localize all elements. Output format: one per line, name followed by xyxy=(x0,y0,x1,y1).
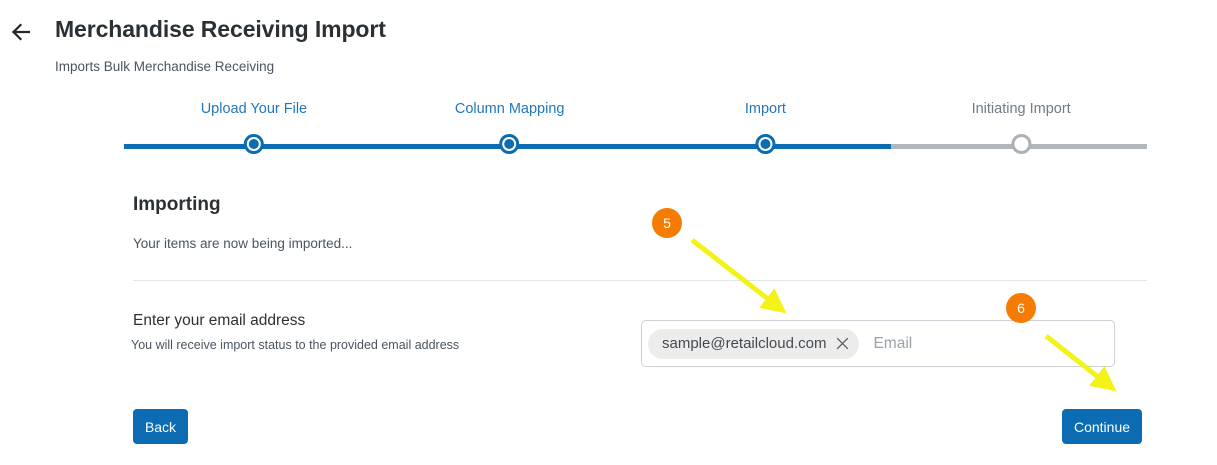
stepper-step-label: Column Mapping xyxy=(454,101,565,117)
stepper-step-label: Initiating Import xyxy=(971,101,1071,117)
email-section-label: Enter your email address xyxy=(133,312,306,329)
page-title: Merchandise Receiving Import xyxy=(55,16,386,42)
email-chip[interactable]: sample@retailcloud.com xyxy=(648,328,860,359)
email-chip-label: sample@retailcloud.com xyxy=(662,335,827,352)
page-header: Merchandise Receiving Import Imports Bul… xyxy=(0,0,1217,90)
email-section-hint: You will receive import status to the pr… xyxy=(131,338,460,352)
section-divider xyxy=(133,280,1147,281)
back-button[interactable]: Back xyxy=(133,409,188,444)
email-field[interactable]: sample@retailcloud.com xyxy=(641,320,1115,367)
page-subtitle: Imports Bulk Merchandise Receiving xyxy=(55,59,275,74)
stepper-step-upload-your-file[interactable]: Upload Your File xyxy=(200,100,308,154)
stepper-step-label: Upload Your File xyxy=(200,101,308,117)
stepper-step-initiating-import[interactable]: Initiating Import xyxy=(971,100,1071,154)
import-stepper: Upload Your File Column Mapping Import I… xyxy=(124,100,1147,160)
stepper-track xyxy=(124,144,1147,149)
stepper-dot-inactive[interactable] xyxy=(1011,134,1032,154)
stepper-dot-complete[interactable] xyxy=(499,134,520,154)
close-icon[interactable] xyxy=(835,337,849,351)
stepper-dot-active[interactable] xyxy=(755,134,776,154)
stepper-dot-complete[interactable] xyxy=(243,134,264,154)
stepper-step-label: Import xyxy=(744,101,786,117)
email-input[interactable] xyxy=(871,322,1108,365)
import-status-text: Your items are now being imported... xyxy=(133,236,353,251)
import-panel: Importing Your items are now being impor… xyxy=(0,170,1217,465)
continue-button[interactable]: Continue xyxy=(1062,409,1142,444)
stepper-step-column-mapping[interactable]: Column Mapping xyxy=(454,100,565,154)
arrow-left-icon[interactable] xyxy=(8,18,36,46)
stepper-step-import[interactable]: Import xyxy=(744,100,786,154)
section-heading: Importing xyxy=(133,194,221,215)
